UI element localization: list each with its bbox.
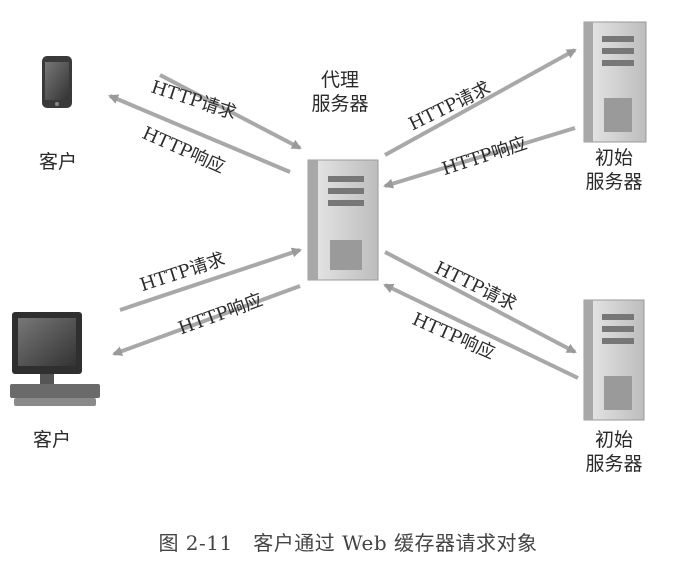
arrow-top-request bbox=[384, 48, 577, 157]
origin-server-top-icon bbox=[583, 21, 647, 143]
origin-bottom-label-line1: 初始 bbox=[594, 429, 633, 451]
arrow-pc-request bbox=[119, 247, 302, 312]
arrow-bottom-response bbox=[383, 283, 579, 380]
arrow-top-response bbox=[383, 126, 576, 189]
arrow-pc-response bbox=[112, 284, 301, 356]
origin-top-label-line1: 初始 bbox=[594, 147, 633, 169]
network-diagram bbox=[10, 21, 647, 421]
proxy-label: 代理 服务器 bbox=[300, 68, 380, 116]
phone-client-label: 客户 bbox=[38, 151, 77, 173]
proxy-label-line1: 代理 bbox=[320, 69, 359, 91]
origin-top-label: 初始 服务器 bbox=[574, 146, 654, 194]
origin-bottom-label-line2: 服务器 bbox=[585, 453, 643, 475]
desktop-pc-icon bbox=[10, 312, 100, 406]
proxy-label-line2: 服务器 bbox=[311, 93, 369, 115]
phone-icon bbox=[42, 56, 72, 108]
proxy-server-icon bbox=[307, 159, 379, 281]
arrow-phone-response bbox=[108, 94, 291, 174]
figure-caption: 图 2-11 客户通过 Web 缓存器请求对象 bbox=[158, 531, 538, 555]
arrow-phone-request bbox=[159, 73, 302, 150]
pc-client-label: 客户 bbox=[32, 429, 71, 451]
origin-top-label-line2: 服务器 bbox=[585, 171, 643, 193]
origin-bottom-label: 初始 服务器 bbox=[574, 428, 654, 476]
arrow-bottom-request bbox=[384, 250, 577, 354]
origin-server-bottom-icon bbox=[583, 299, 645, 421]
